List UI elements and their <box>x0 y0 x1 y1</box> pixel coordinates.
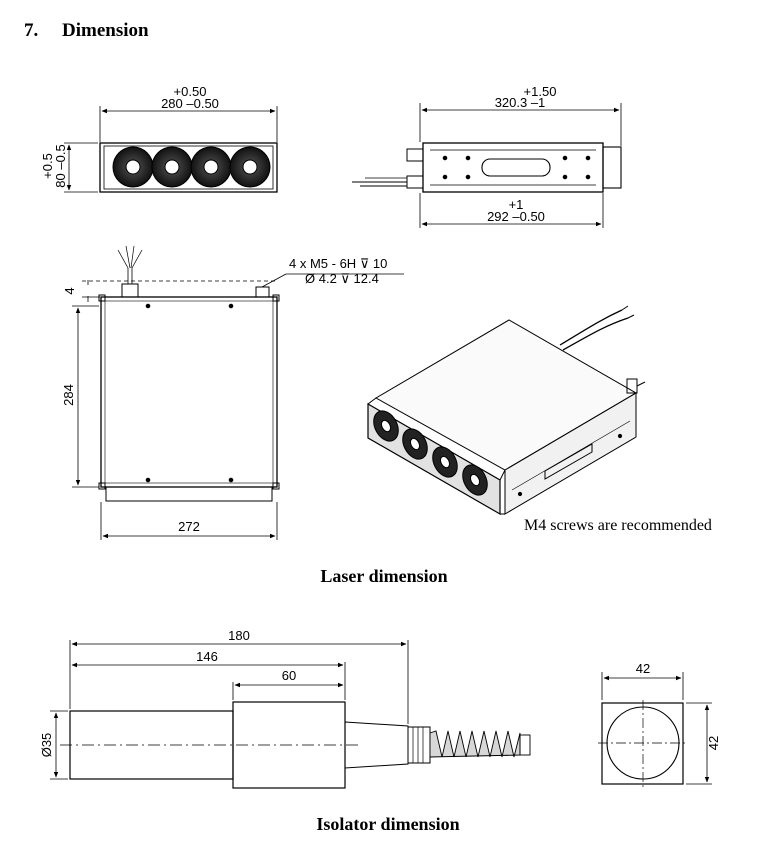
laser-top-view <box>72 245 404 540</box>
fan-icon <box>432 446 458 478</box>
isolator-end-width-label: 42 <box>636 661 650 676</box>
side-inner-tolerance: +1 <box>509 197 524 212</box>
isolator-diameter-label: Ø35 <box>39 733 54 758</box>
front-height-label: 80 –0.5 <box>53 144 68 187</box>
fan-icon <box>373 410 399 442</box>
front-width-tolerance: +0.50 <box>174 84 207 99</box>
fan-icon <box>229 146 271 188</box>
hole-spec-line2: Ø 4.2 ⊽ 12.4 <box>305 271 379 286</box>
top-width-label: 272 <box>178 519 200 534</box>
side-inner-label: 292 –0.50 <box>487 209 545 224</box>
isolator-end-height-label: 42 <box>706 736 721 750</box>
top-depth-label: 284 <box>61 384 76 406</box>
top-offset-label: 4 <box>62 287 77 294</box>
laser-isometric-view <box>367 305 646 516</box>
isolator-caption: Isolator dimension <box>316 814 459 834</box>
fan-icon <box>462 464 488 496</box>
side-length-tolerance: +1.50 <box>524 84 557 99</box>
isolator-side-view <box>50 640 531 789</box>
section-number: 7. <box>24 20 39 41</box>
isolator-end-view <box>598 672 712 788</box>
front-width-label: 280 –0.50 <box>161 96 219 111</box>
section-heading: 7. Dimension <box>24 20 149 42</box>
isolator-body-label: 60 <box>282 668 296 683</box>
isolator-overall-label: 180 <box>228 628 250 643</box>
laser-side-view <box>352 103 622 228</box>
fan-icon <box>112 146 154 188</box>
laser-caption: Laser dimension <box>320 566 447 586</box>
screw-note: M4 screws are recommended <box>524 517 712 534</box>
laser-front-view <box>64 106 278 193</box>
isolator-mid-label: 146 <box>196 649 218 664</box>
fan-icon <box>402 428 428 460</box>
side-length-label: 320.3 –1 <box>495 95 546 110</box>
hole-spec-line1: 4 x M5 - 6H ⊽ 10 <box>289 256 387 271</box>
fan-icon <box>190 146 232 188</box>
fan-icon <box>151 146 193 188</box>
front-height-tolerance: +0.5 <box>40 153 55 179</box>
section-title: Dimension <box>62 20 149 41</box>
